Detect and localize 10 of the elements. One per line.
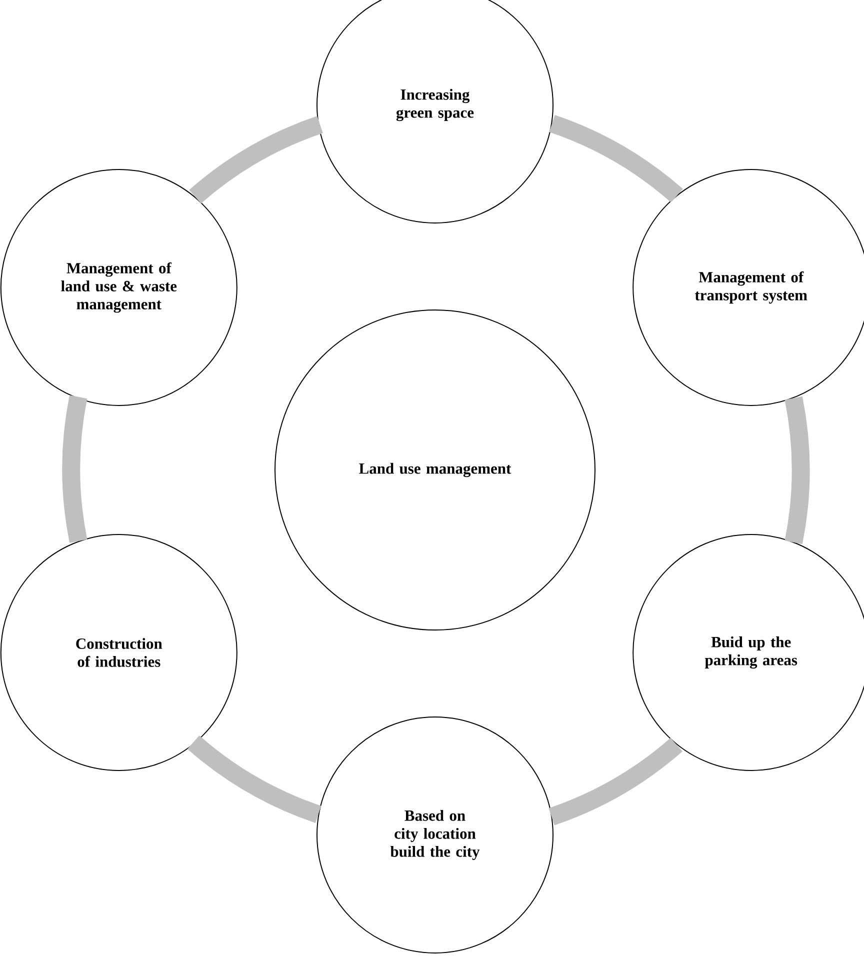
circle-node: Management of land use & waste management xyxy=(0,169,238,406)
ring-segment xyxy=(62,395,88,543)
ring-segment xyxy=(189,116,324,204)
ring-segment xyxy=(188,735,322,823)
circle-node: Construction of industries xyxy=(0,534,238,771)
ring-segment xyxy=(549,115,683,202)
circle-node: Land use management xyxy=(274,310,596,630)
ring-segment xyxy=(548,738,682,826)
circle-node: Based on city location build the city xyxy=(316,716,554,954)
ring-segment xyxy=(784,396,810,544)
